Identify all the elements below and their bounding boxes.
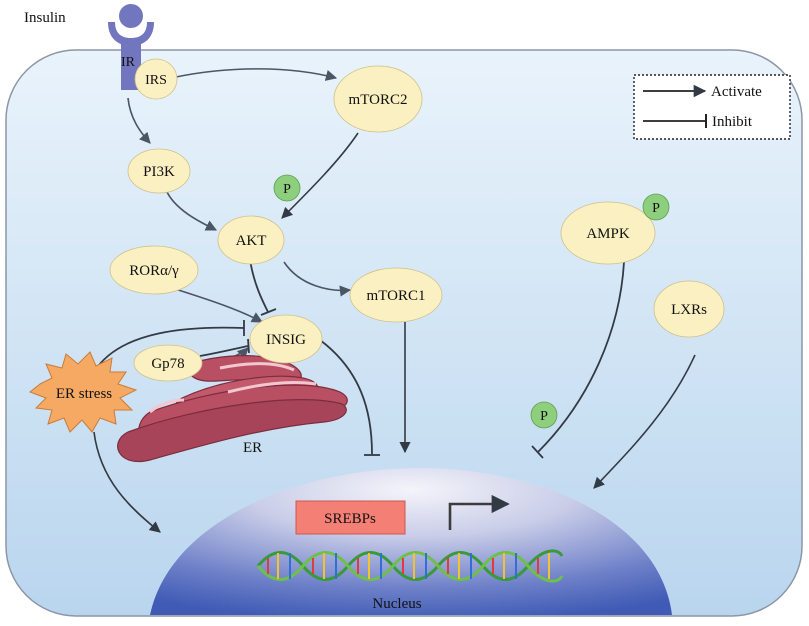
inhibit-erstress-insig <box>93 326 245 373</box>
p-inhibition-label: P <box>540 409 548 424</box>
arrow-lxrs-srebp <box>593 354 696 489</box>
node-ror <box>109 245 199 295</box>
legend-inhibit-label: Inhibit <box>712 114 753 130</box>
irs-label: IRS <box>145 73 167 88</box>
arrow-erstress-nucleus <box>93 431 161 533</box>
inhibit-ampk-srebp <box>537 261 625 453</box>
mtorc2-label: mTORC2 <box>349 92 408 108</box>
arrow-ror-insig <box>171 287 263 323</box>
gp78-label: Gp78 <box>151 356 184 372</box>
srebps-box <box>295 500 406 535</box>
node-insig <box>249 314 323 364</box>
phospho-inhibition <box>530 401 558 429</box>
legend-box: Activate Inhibit <box>633 74 791 140</box>
arrow-pi3k-akt <box>165 189 218 231</box>
er-organelle <box>117 355 348 463</box>
node-ampk <box>560 201 656 265</box>
er-stress-label: ER stress <box>56 386 112 402</box>
arrow-mtorc2-akt <box>281 132 359 219</box>
er-stress-burst <box>29 351 138 433</box>
transcription-arrow-icon <box>448 494 510 530</box>
node-pi3k <box>127 148 191 194</box>
ampk-label: AMPK <box>586 226 630 242</box>
inhibit-insig-srebp <box>319 339 373 455</box>
node-mtorc2 <box>333 65 423 133</box>
p-akt-label: P <box>283 182 291 197</box>
phospho-ampk <box>642 193 670 221</box>
inhibit-gp78-insig <box>199 345 249 357</box>
node-mtorc1 <box>349 267 443 323</box>
ror-label: RORα/γ <box>129 263 179 279</box>
inhibit-akt-insig <box>249 259 269 313</box>
insulin-receptor-icon <box>108 4 154 90</box>
nucleus-label: Nucleus <box>372 596 421 612</box>
er-label: ER <box>243 440 262 456</box>
arrow-irs-pi3k <box>127 97 151 144</box>
node-lxrs <box>653 280 725 338</box>
srebps-label: SREBPs <box>324 511 376 527</box>
insig-label: INSIG <box>266 332 306 348</box>
pi3k-label: PI3K <box>143 164 175 180</box>
arrow-akt-mtorc1 <box>283 261 352 297</box>
ir-label: IR <box>121 55 136 70</box>
mtorc1-label: mTORC1 <box>367 288 426 304</box>
node-akt <box>217 215 285 265</box>
cell-membrane <box>5 49 803 617</box>
p-ampk-label: P <box>652 201 660 216</box>
dna-helix-icon <box>256 549 564 583</box>
insulin-label: Insulin <box>24 10 66 26</box>
akt-label: AKT <box>236 233 267 249</box>
arrow-irs-mtorc2 <box>175 68 338 81</box>
lxrs-label: LXRs <box>671 302 707 318</box>
phospho-akt <box>273 174 301 202</box>
legend-activate-label: Activate <box>711 84 762 100</box>
node-gp78 <box>133 344 203 382</box>
node-irs <box>134 58 178 100</box>
